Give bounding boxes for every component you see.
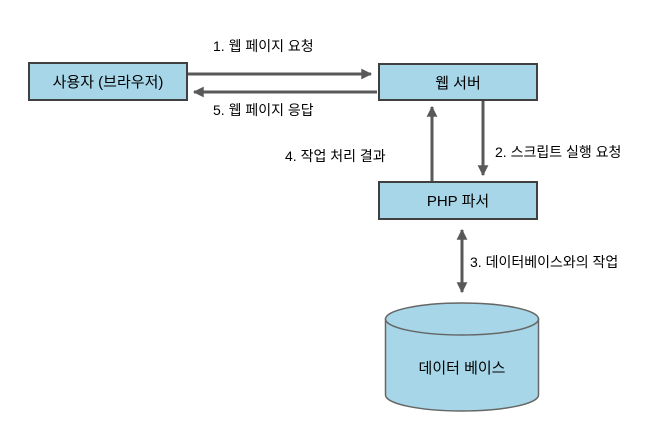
php-parser-node: PHP 파서 (378, 181, 538, 220)
user-browser-node: 사용자 (브라우저) (28, 62, 188, 101)
label-work-result: 4. 작업 처리 결과 (285, 148, 386, 164)
database-cylinder-shape (384, 302, 540, 412)
label-web-page-request: 1. 웹 페이지 요청 (213, 38, 314, 54)
label-database-work: 3. 데이터베이스와의 작업 (470, 254, 619, 270)
database-cylinder (384, 301, 540, 413)
php-parser-label: PHP 파서 (426, 193, 490, 210)
label-script-exec: 2. 스크립트 실행 요청 (495, 144, 622, 160)
user-browser-label: 사용자 (브라우저) (52, 74, 164, 91)
label-web-page-response: 5. 웹 페이지 응답 (213, 102, 314, 118)
web-server-label: 웹 서버 (435, 74, 481, 92)
web-server-node: 웹 서버 (378, 63, 538, 101)
database-label: 데이터 베이스 (418, 360, 506, 377)
